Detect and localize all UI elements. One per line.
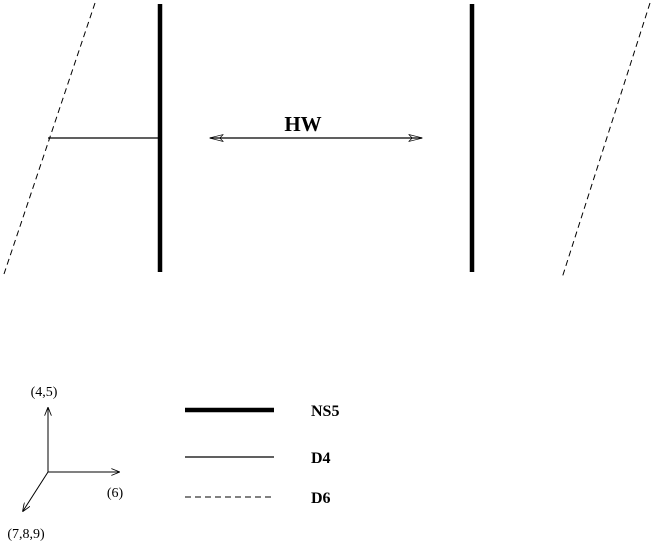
axis-horizontal-label: (6) bbox=[107, 486, 124, 501]
legend-label-ns5: NS5 bbox=[311, 403, 339, 420]
legend-label-d4: D4 bbox=[311, 450, 331, 467]
d6-brane-right bbox=[561, 2, 651, 279]
axis-diagonal bbox=[23, 471, 49, 511]
legend: NS5 D4 D6 bbox=[185, 403, 339, 507]
legend-label-d6: D6 bbox=[311, 490, 331, 507]
axis-diagonal-label: (7,8,9) bbox=[7, 527, 45, 542]
hw-label: HW bbox=[284, 112, 321, 136]
coordinate-axes: (4,5) (6) (7,8,9) bbox=[7, 385, 123, 542]
axis-vertical-label: (4,5) bbox=[31, 385, 58, 400]
